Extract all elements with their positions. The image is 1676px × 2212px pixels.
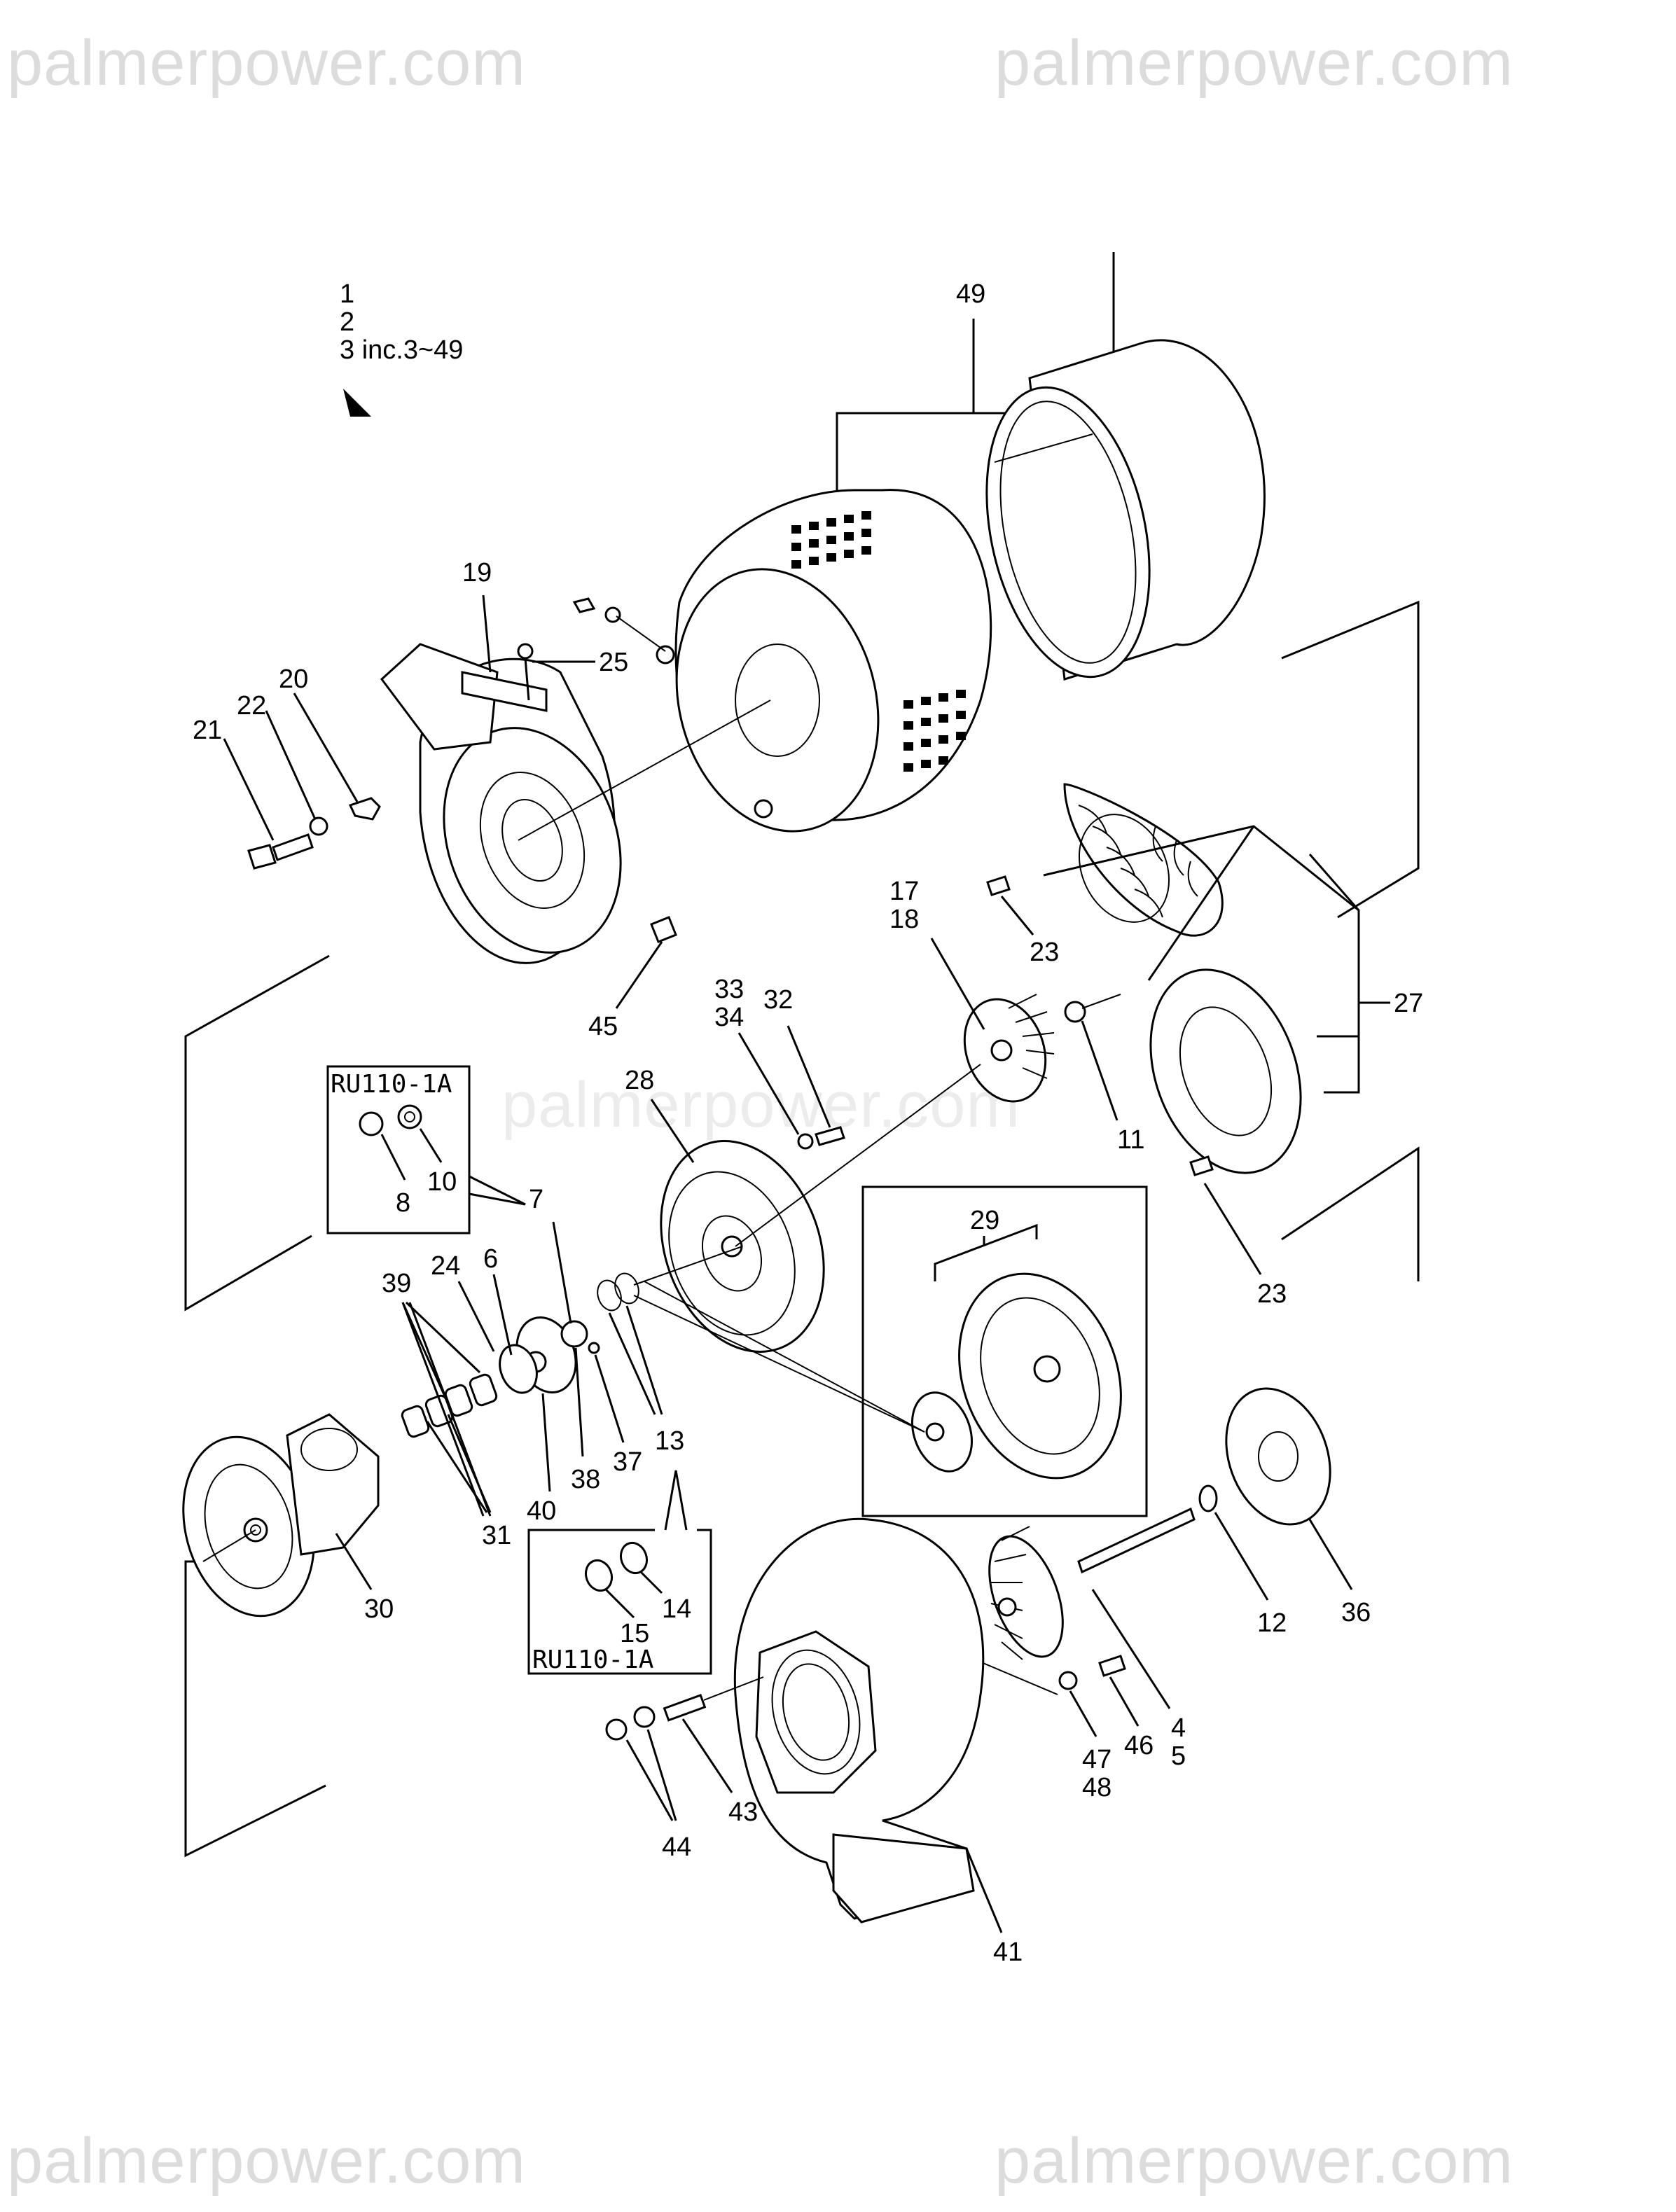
diffuser-27-group: 27 23 11 23 [986, 600, 1423, 1309]
callout-28: 28 [625, 1066, 654, 1095]
callout-18: 18 [889, 905, 919, 934]
header-line-1: 1 [340, 279, 354, 309]
heat-shield-36: 36 12 [1198, 1387, 1371, 1638]
callout-5: 5 [1171, 1741, 1186, 1771]
callout-24: 24 [431, 1251, 460, 1281]
callout-8: 8 [396, 1188, 410, 1218]
callout-31: 31 [482, 1521, 511, 1550]
callout-36: 36 [1341, 1598, 1371, 1627]
screen-cage-part [572, 489, 992, 833]
callout-30: 30 [364, 1594, 394, 1624]
callout-25: 25 [599, 648, 628, 677]
plate-19-group: 19 25 [462, 558, 628, 701]
callout-12: 12 [1257, 1608, 1287, 1638]
fastener-20-21-22: 20 22 21 [193, 665, 381, 870]
callout-48: 48 [1082, 1773, 1111, 1802]
center-housing-30: 30 [182, 1413, 394, 1624]
callout-23-lower: 23 [1257, 1279, 1287, 1309]
callout-22: 22 [237, 691, 266, 721]
callout-10: 10 [427, 1167, 457, 1197]
callout-4: 4 [1171, 1713, 1186, 1743]
callout-44: 44 [662, 1832, 691, 1862]
bolt-46-47-48: 46 47 48 [966, 1655, 1154, 1802]
callout-43: 43 [728, 1797, 758, 1827]
header: 1 2 3 inc.3~49 [340, 279, 463, 417]
callout-19: 19 [462, 558, 492, 587]
center-lines [633, 1295, 925, 1433]
arrow-icon [343, 389, 371, 417]
callout-41: 41 [993, 1938, 1023, 1967]
callout-37: 37 [613, 1447, 642, 1477]
watermark-bottom-left: palmerpower.com [7, 2125, 527, 2197]
bracket-49: 49 [836, 252, 1115, 518]
callout-13: 13 [655, 1426, 684, 1456]
callout-32: 32 [763, 985, 793, 1015]
stud-nut-43-44: 43 44 [605, 1676, 764, 1862]
callout-7: 7 [529, 1185, 543, 1214]
watermark-center: palmerpower.com [501, 1069, 1021, 1141]
callout-11: 11 [1117, 1125, 1144, 1155]
cage-slots [791, 511, 966, 772]
callout-14: 14 [662, 1594, 691, 1624]
callout-15: 15 [620, 1619, 649, 1648]
seal-plate-box-29: 29 [644, 1185, 1148, 1517]
ring-part-49 [985, 339, 1266, 681]
watermark-bottom-right: palmerpower.com [995, 2125, 1514, 2197]
callout-45: 45 [588, 1012, 618, 1041]
callout-6: 6 [483, 1244, 498, 1274]
impeller-17-18: 17 18 [889, 877, 1055, 1103]
kit-label-upper: RU110-1A [331, 1070, 452, 1099]
callout-27: 27 [1394, 989, 1423, 1018]
callout-39: 39 [382, 1269, 411, 1298]
callout-21: 21 [193, 716, 222, 745]
turbine-housing-41: 41 [733, 1517, 1023, 1967]
callout-23-upper: 23 [1030, 938, 1059, 967]
kit-label-lower: RU110-1A [532, 1646, 654, 1674]
screw-32-33-34: 33 34 32 [714, 975, 845, 1150]
callout-34: 34 [714, 1003, 744, 1032]
thrust-parts: 6 24 40 38 37 13 [431, 1221, 743, 1526]
header-line-3: 3 inc.3~49 [340, 335, 463, 365]
callout-33: 33 [714, 975, 744, 1004]
callout-49: 49 [956, 279, 985, 309]
callout-46: 46 [1124, 1731, 1154, 1760]
kit-box-lower: 15 14 RU110-1A [527, 1470, 712, 1675]
callout-40: 40 [527, 1496, 556, 1526]
watermark-top-left: palmerpower.com [7, 27, 527, 99]
compressor-housing-part [380, 643, 771, 964]
header-line-2: 2 [340, 307, 354, 337]
callout-20: 20 [279, 665, 308, 694]
turbine-shaft-4-5: 4 5 [988, 1507, 1196, 1771]
callout-38: 38 [571, 1465, 600, 1494]
bearings-31-39: 39 31 [382, 1269, 511, 1550]
left-bracket [184, 954, 330, 1858]
callout-17: 17 [889, 877, 919, 906]
watermark-top-right: palmerpower.com [995, 27, 1514, 99]
callout-47: 47 [1082, 1745, 1111, 1774]
back-plate-28: 28 [625, 1064, 981, 1353]
kit-box-upper: RU110-1A 8 10 7 [326, 1065, 543, 1234]
bolt-45: 45 [588, 941, 663, 1041]
callout-29: 29 [970, 1206, 999, 1235]
